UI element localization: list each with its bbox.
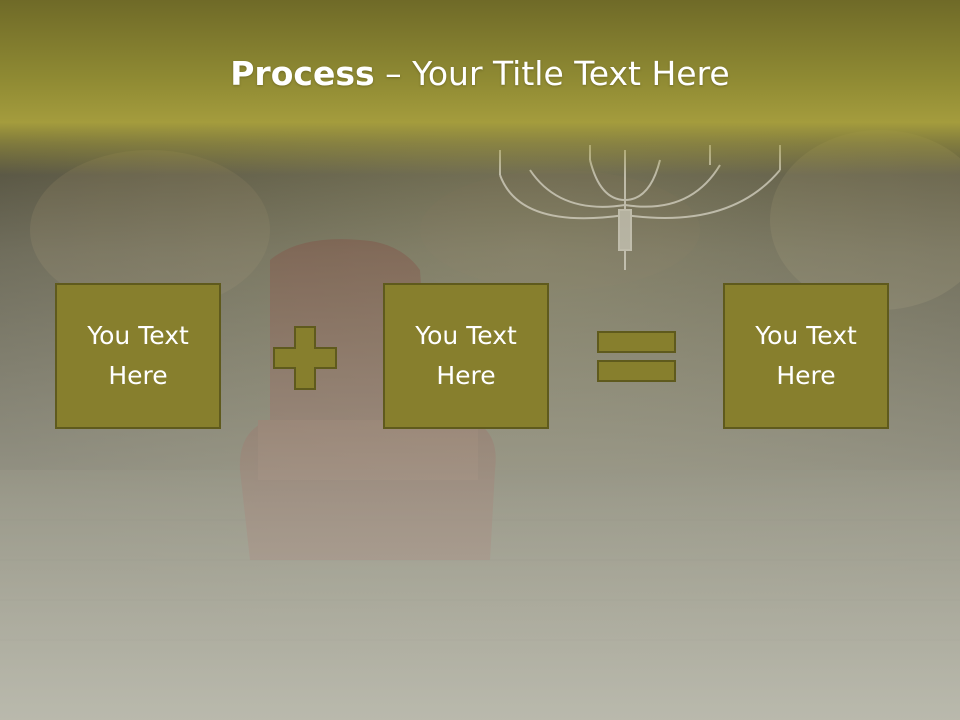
process-box-3-text: You Text Here: [755, 321, 857, 390]
title-bold: Process: [230, 54, 375, 93]
equals-icon: [597, 331, 676, 382]
process-box-3: You Text Here: [723, 283, 889, 429]
plus-icon: [273, 326, 337, 390]
process-box-1: You Text Here: [55, 283, 221, 429]
process-box-2-text: You Text Here: [415, 321, 517, 390]
slide-title: Process – Your Title Text Here: [0, 52, 960, 96]
title-rest: – Your Title Text Here: [374, 54, 730, 93]
process-box-2: You Text Here: [383, 283, 549, 429]
process-box-1-text: You Text Here: [87, 321, 189, 390]
title-band: [0, 0, 960, 175]
